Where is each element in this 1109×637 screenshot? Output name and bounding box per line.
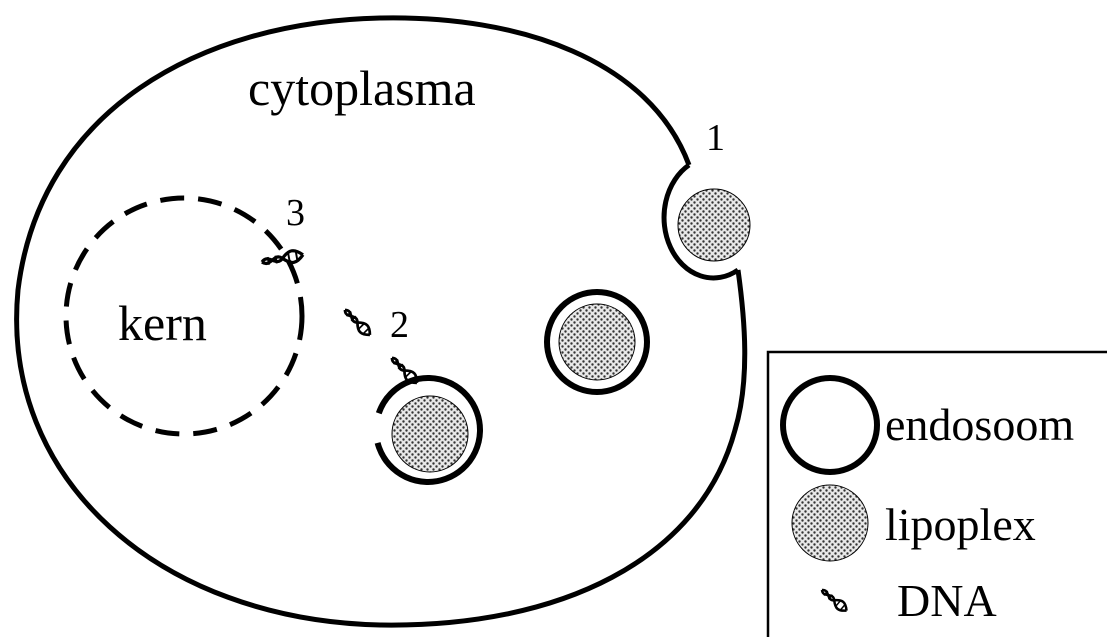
endosome-ring-icon <box>783 378 877 472</box>
nucleus-label: kern <box>118 295 207 351</box>
legend: endosoom lipoplex DNA <box>768 352 1107 637</box>
lipoplex-particle-icon <box>792 485 868 561</box>
dna-helix-icon <box>341 306 373 338</box>
legend-label-dna: DNA <box>897 575 997 626</box>
lipoplex-particle <box>678 189 750 261</box>
dna-helix-icon <box>819 587 849 614</box>
step-2-label: 2 <box>390 304 409 346</box>
step-1-label: 1 <box>706 117 725 159</box>
legend-label-endosome: endosoom <box>885 399 1074 450</box>
legend-label-lipoplex: lipoplex <box>885 499 1036 550</box>
lipoplex-particle <box>559 304 635 380</box>
step-3-label: 3 <box>286 192 305 234</box>
lipoplex-particle <box>392 396 468 472</box>
dna-helix-icon <box>261 249 304 268</box>
cytoplasm-label: cytoplasma <box>248 60 476 116</box>
